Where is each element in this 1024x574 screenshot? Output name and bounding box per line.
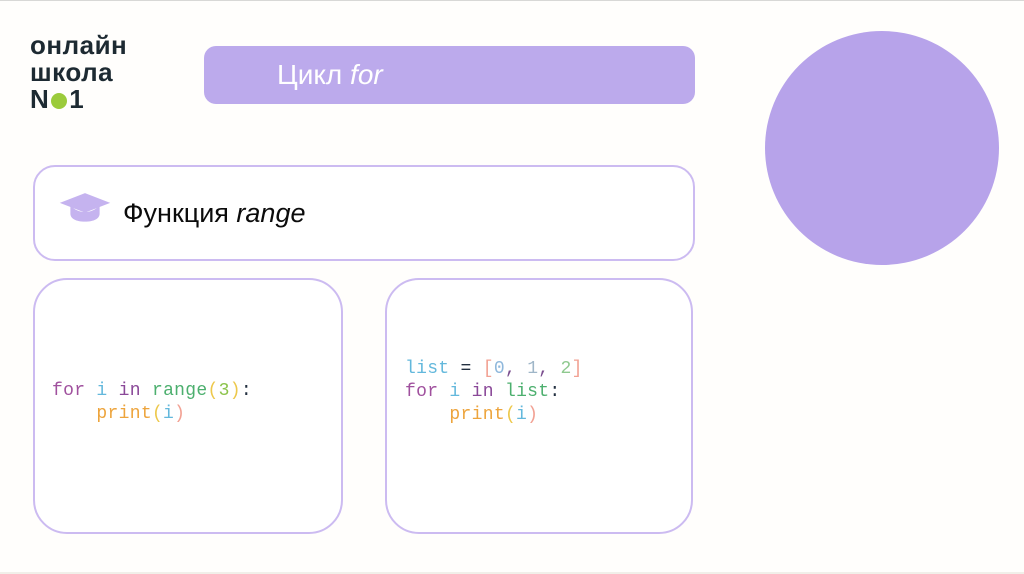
logo-green-dot-icon — [51, 92, 68, 109]
topic-label-regular: Функция — [123, 197, 237, 228]
logo-number-prefix: N — [30, 84, 50, 114]
code-box-range-example: for i in range(3): print(i) — [33, 278, 343, 534]
code-block-range: for i in range(3): print(i) — [52, 381, 252, 424]
graduation-cap-icon — [59, 192, 111, 235]
topic-box: Функция range — [33, 165, 695, 261]
slide-title-italic: for — [350, 59, 383, 90]
slide-title-regular: Цикл — [277, 59, 351, 90]
topic-label-italic: range — [236, 197, 306, 228]
logo-number-suffix: 1 — [69, 84, 85, 114]
logo-line-3: N 1 — [30, 86, 127, 113]
decorative-circle — [765, 31, 999, 265]
school-logo: онлайн школа N 1 — [30, 32, 127, 113]
code-box-list-example: list = [0, 1, 2]for i in list: print(i) — [385, 278, 693, 534]
topic-label: Функция range — [123, 198, 305, 229]
logo-line-2: школа — [30, 57, 114, 87]
slide-title: Цикл for — [277, 59, 383, 91]
logo-line-1: онлайн — [30, 30, 128, 60]
slide-title-banner: Цикл for — [204, 46, 695, 104]
code-block-list: list = [0, 1, 2]for i in list: print(i) — [405, 359, 583, 425]
